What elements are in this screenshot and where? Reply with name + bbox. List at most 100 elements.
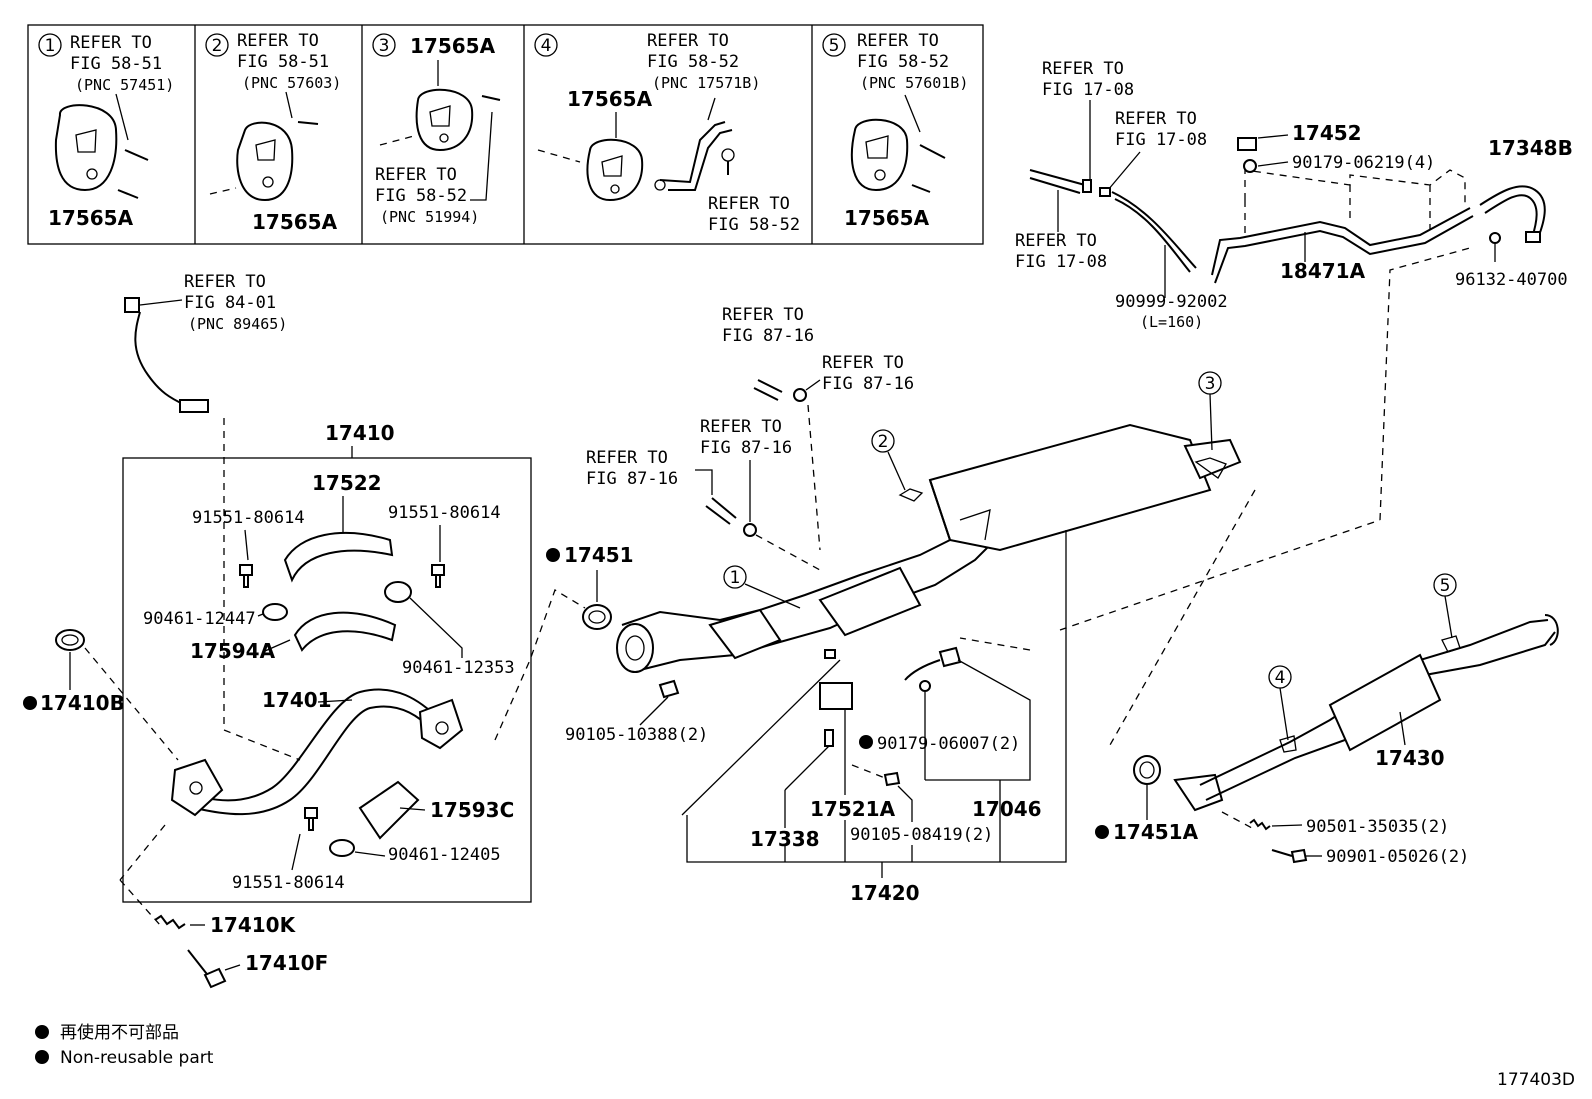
inset-ref-text-2: REFER TO <box>708 194 790 214</box>
inset-5: 5 REFER TO FIG 58-52 (PNC 57601B) 17565A <box>822 31 968 230</box>
ref-fig: FIG 87-16 <box>586 469 678 489</box>
rubber-hanger-icon <box>54 104 118 192</box>
part-number-17452: 17452 <box>1292 121 1362 145</box>
flange-icon <box>616 623 654 673</box>
part-number: 17565A <box>844 206 930 230</box>
ref-text: REFER TO <box>184 272 266 292</box>
part-number-90461-12405: 90461-12405 <box>388 845 501 865</box>
ref-fig: FIG 84-01 <box>184 293 276 313</box>
part-number-90461-12353: 90461-12353 <box>402 658 515 678</box>
ref-text: REFER TO <box>700 417 782 437</box>
callout-3: 3 <box>1205 374 1216 394</box>
part-number-17521A: 17521A <box>810 797 896 821</box>
non-reusable-marker-icon <box>35 1025 49 1039</box>
clamp-icon <box>1489 232 1501 244</box>
ref-text: REFER TO <box>722 305 804 325</box>
part-number-17046: 17046 <box>972 797 1042 821</box>
oxygen-sensor-icon <box>179 399 209 413</box>
gasket-icon <box>582 604 612 630</box>
clamp-icon <box>262 603 288 621</box>
sensor-bracket-icon <box>819 682 853 710</box>
inset-number: 1 <box>45 36 56 56</box>
part-number-18471A: 18471A <box>1280 259 1366 283</box>
bolt-icon <box>658 679 680 699</box>
ref-fig: FIG 87-16 <box>700 438 792 458</box>
inset-ref-pnc: (PNC 17571B) <box>652 74 760 92</box>
legend-japanese: 再使用不可部品 <box>60 1022 179 1043</box>
gasket-17410B-group: 17410B <box>23 629 179 761</box>
part-number-90105-10388: 90105-10388(2) <box>565 725 708 745</box>
part-number-91551-80614: 91551-80614 <box>388 503 501 523</box>
rubber-hanger-icon <box>850 118 909 192</box>
part-number-17451: 17451 <box>564 543 634 567</box>
ref-pnc: (PNC 89465) <box>188 315 287 333</box>
inset-ref-text: REFER TO <box>237 31 319 51</box>
callout-5: 5 <box>1440 576 1451 596</box>
bolt-icon <box>1290 848 1308 864</box>
part-number-96132-40700: 96132-40700 <box>1455 270 1568 290</box>
front-pipe-box: 17410 17522 91551-80614 91551-80614 9046… <box>122 421 532 903</box>
inset-ref-pnc: (PNC 57603) <box>242 74 341 92</box>
ref-fig: FIG 17-08 <box>1042 80 1134 100</box>
catalytic-converter-icon <box>708 608 782 660</box>
legend-english: Non-reusable part <box>60 1048 214 1068</box>
inset-2: 2 REFER TO FIG 58-51 (PNC 57603) 17565A <box>205 31 341 234</box>
sensor-connector-icon <box>124 297 140 313</box>
flange-icon <box>418 698 464 750</box>
inset-panel: 1 REFER TO FIG 58-51 (PNC 57451) 17565A … <box>27 24 984 245</box>
rubber-hanger-icon <box>415 88 474 152</box>
bolt-icon <box>304 807 318 831</box>
part-number-91551-80614: 91551-80614 <box>232 873 345 893</box>
ref-fig: FIG 87-16 <box>722 326 814 346</box>
heat-insulator-icon <box>293 611 397 652</box>
vapor-line-group: REFER TO FIG 17-08 REFER TO FIG 17-08 RE… <box>1015 59 1573 331</box>
flange-icon <box>1173 773 1224 812</box>
inset-ref-text: REFER TO <box>70 33 152 53</box>
tail-muffler-icon <box>1328 653 1442 752</box>
inset-ref-fig: FIG 58-51 <box>237 52 329 72</box>
part-number-90461-12447: 90461-12447 <box>143 609 256 629</box>
exhaust-center-group: 17451 REFER TO FIG 87-16 REFER TO FIG 87… <box>494 247 1471 905</box>
inset-ref-pnc: (PNC 57601B) <box>860 74 968 92</box>
flange-icon <box>170 758 224 817</box>
part-number-17593C: 17593C <box>430 798 514 822</box>
part-number-17451A: 17451A <box>1113 820 1199 844</box>
heat-insulator-icon <box>283 531 394 583</box>
part-number-17522: 17522 <box>312 471 382 495</box>
rubber-hanger-icon <box>236 121 294 202</box>
part-number: 17565A <box>567 87 653 111</box>
inset-ref-fig: FIG 58-52 <box>857 52 949 72</box>
part-number-17410B: 17410B <box>40 691 125 715</box>
vacuum-valve-icon <box>938 646 962 668</box>
part-number: 17565A <box>410 34 496 58</box>
clamp-icon <box>384 581 412 603</box>
main-muffler-icon <box>928 423 1212 552</box>
part-number-17410: 17410 <box>325 421 395 445</box>
bolt-icon <box>883 771 901 787</box>
inset-number: 3 <box>379 36 390 56</box>
part-number-17420: 17420 <box>850 881 920 905</box>
bolt-icon <box>824 649 836 659</box>
ref-fig: FIG 17-08 <box>1015 252 1107 272</box>
ref-text: REFER TO <box>1015 231 1097 251</box>
inset-ref-pnc: (PNC 57451) <box>75 76 174 94</box>
nut-icon <box>1243 159 1257 173</box>
non-reusable-marker-icon <box>546 548 560 562</box>
inset-number: 5 <box>829 36 840 56</box>
part-number-90501-35035: 90501-35035(2) <box>1306 817 1449 837</box>
clamp-icon <box>329 839 355 857</box>
bolt-icon <box>239 564 253 588</box>
inset-number: 2 <box>212 36 223 56</box>
non-reusable-marker-icon <box>23 696 37 710</box>
oxygen-sensor-group: REFER TO FIG 84-01 (PNC 89465) <box>124 272 301 761</box>
gasket-icon <box>55 629 85 651</box>
ref-fig: FIG 17-08 <box>1115 130 1207 150</box>
inset-number: 4 <box>541 36 552 56</box>
part-number: 17565A <box>48 206 134 230</box>
ref-text: REFER TO <box>822 353 904 373</box>
inset-1: 1 REFER TO FIG 58-51 (PNC 57451) 17565A <box>38 33 174 230</box>
ref-text: REFER TO <box>1042 59 1124 79</box>
non-reusable-marker-icon <box>859 735 873 749</box>
part-number-90901-05026: 90901-05026(2) <box>1326 847 1469 867</box>
